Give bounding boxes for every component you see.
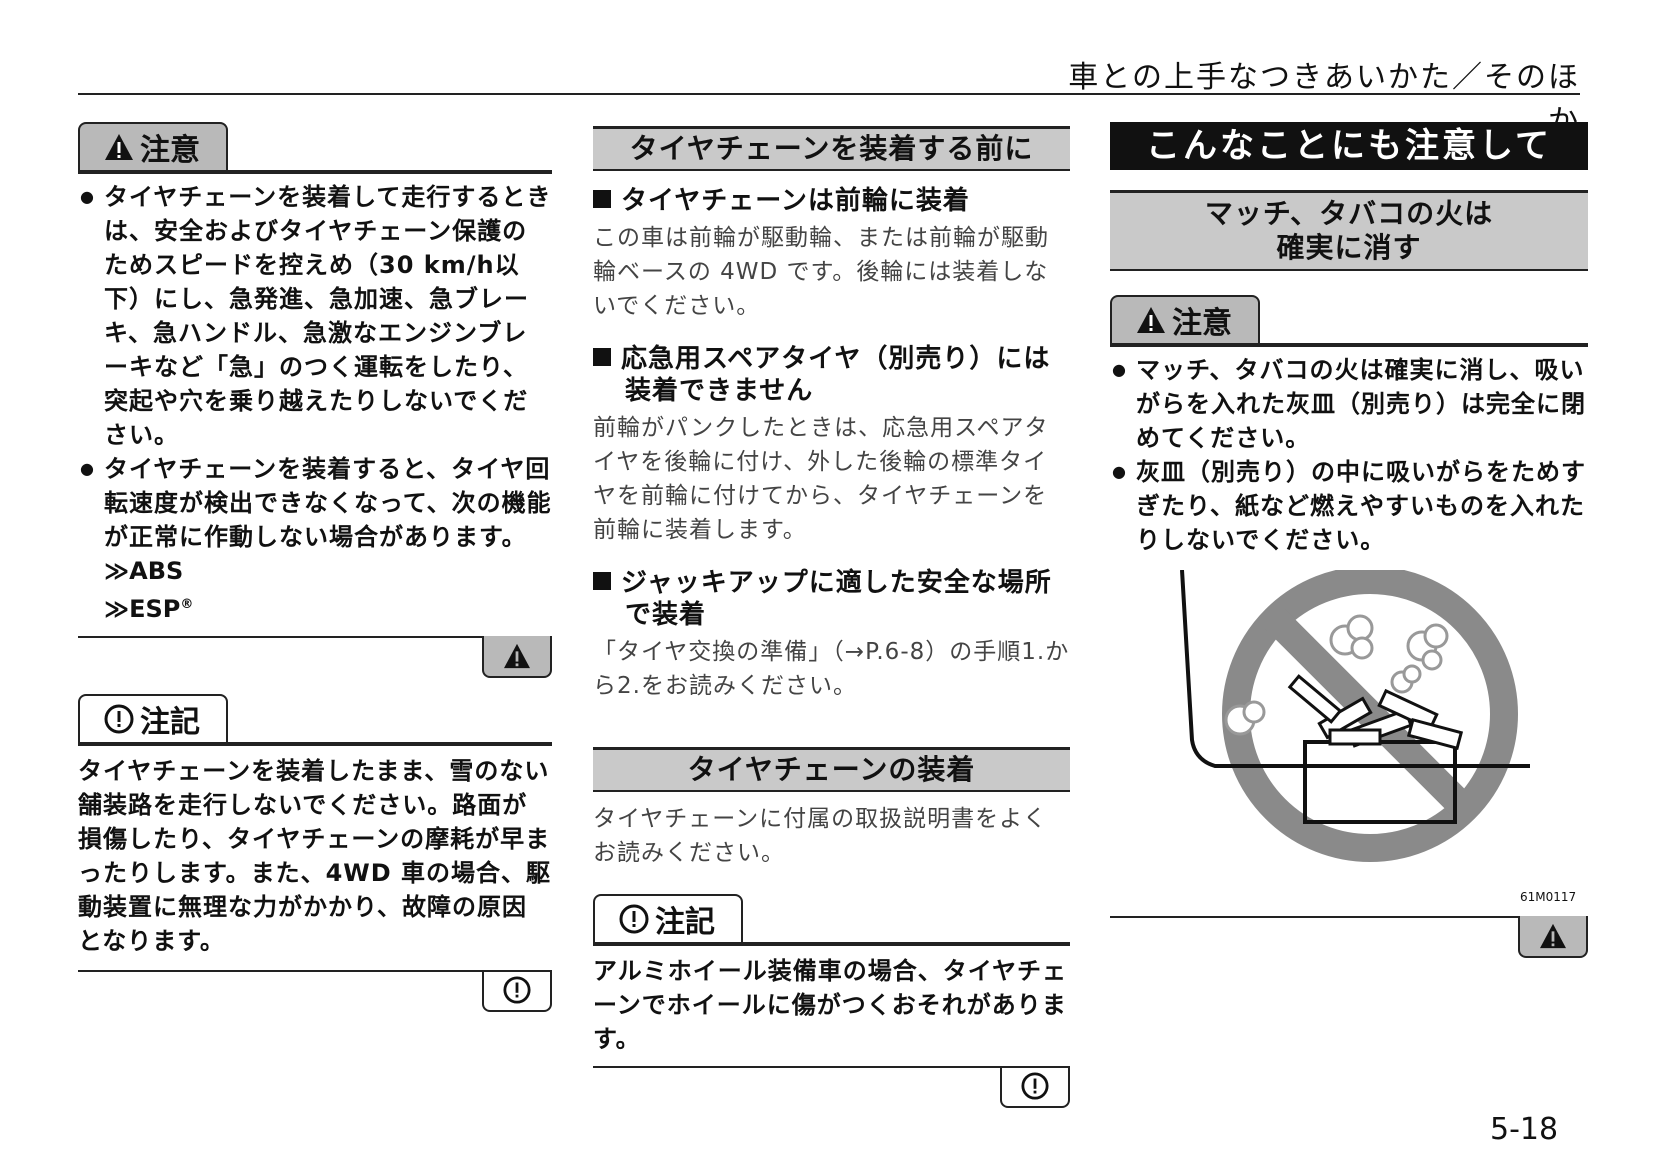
square-bullet-icon — [593, 572, 611, 590]
note-tab: 注記 — [593, 894, 743, 942]
caution-end — [1110, 916, 1588, 960]
warning-icon — [504, 643, 530, 669]
note-rule — [593, 942, 1070, 946]
section-title-mounting: タイヤチェーンの装着 — [593, 747, 1070, 792]
caution-tab-label: 注意 — [140, 133, 200, 168]
caution-end-rule — [78, 636, 552, 638]
sub-item-abs: ≫ABS — [104, 557, 184, 585]
subsection-title-line2: 確実に消す — [1276, 231, 1422, 264]
note-end-rule — [78, 970, 552, 972]
paragraph-mounting: タイヤチェーンに付属の取扱説明書をよくお読みください。 — [593, 806, 1048, 866]
header-rule — [78, 93, 1580, 95]
note-tab-label: 注記 — [655, 905, 715, 940]
caution-item: タイヤチェーンを装着すると、タイヤ回転速度が検出できなくなって、次の機能が正常に… — [78, 452, 552, 554]
note-end-badge — [1000, 1066, 1070, 1108]
subsection-title-line1: マッチ、タバコの火は — [1204, 197, 1494, 230]
note-tab-label: 注記 — [140, 705, 200, 740]
caution-tab-label: 注意 — [1172, 306, 1232, 341]
caution-rule — [1110, 343, 1588, 347]
page-number: 5-18 — [1490, 1112, 1559, 1147]
subheading-jack-up-label: ジャッキアップに適した安全な場所で装着 — [621, 568, 1052, 630]
square-bullet-icon — [593, 348, 611, 366]
subheading-spare-tire: 応急用スペアタイヤ（別売り）には装着できません — [593, 343, 1070, 407]
subheading-spare-tire-label: 応急用スペアタイヤ（別売り）には装着できません — [621, 344, 1051, 406]
exclamation-circle-icon — [503, 976, 531, 1004]
note-text: タイヤチェーンを装着したまま、雪のない舗装路を走行しないでください。路面が損傷し… — [78, 757, 552, 955]
warning-icon — [1540, 923, 1566, 949]
ashtray-prohibition-illustration — [1180, 570, 1530, 862]
exclamation-circle-icon — [104, 704, 134, 734]
caution-end-rule — [1110, 916, 1588, 918]
column-middle: タイヤチェーンを装着する前に タイヤチェーンは前輪に装着 この車は前輪が駆動輪、… — [593, 126, 1070, 1110]
section-title-before: タイヤチェーンを装着する前に — [593, 126, 1070, 171]
caution-item: マッチ、タバコの火は確実に消し、吸いがらを入れた灰皿（別売り）は完全に閉めてくだ… — [1110, 353, 1588, 455]
subheading-front-wheels-label: タイヤチェーンは前輪に装着 — [621, 186, 970, 216]
square-bullet-icon — [593, 190, 611, 208]
section-title-caution: こんなことにも注意して — [1110, 122, 1588, 170]
note-end-rule — [593, 1066, 1070, 1068]
caution-end-badge — [1518, 916, 1588, 958]
page-header-title: 車との上手なつきあいかた／そのほか — [1068, 60, 1580, 139]
note-text: アルミホイール装備車の場合、タイヤチェーンでホイールに傷がつくおそれがあります。 — [593, 957, 1068, 1053]
note-block-2: 注記 アルミホイール装備車の場合、タイヤチェーンでホイールに傷がつくおそれがあり… — [593, 894, 1070, 1110]
caution-item: タイヤチェーンを装着して走行するときは、安全およびタイヤチェーン保護のためスピー… — [78, 180, 552, 452]
note-end — [593, 1066, 1070, 1110]
note-end-badge — [482, 970, 552, 1012]
exclamation-circle-icon — [1021, 1072, 1049, 1100]
sub-item-esp-label: ≫ESP — [104, 595, 181, 623]
subheading-front-wheels: タイヤチェーンは前輪に装着 — [593, 185, 1070, 217]
caution-list: マッチ、タバコの火は確実に消し、吸いがらを入れた灰皿（別売り）は完全に閉めてくだ… — [1110, 353, 1588, 557]
caution-end-badge — [482, 636, 552, 678]
caution-item: 灰皿（別売り）の中に吸いがらをためすぎたり、紙など燃えやすいものを入れたりしない… — [1110, 455, 1588, 557]
note-rule — [78, 742, 552, 746]
paragraph-jack-up: 「タイヤ交換の準備」（→P.6-8）の手順1.から2.をお読みください。 — [593, 639, 1070, 699]
sub-item-esp: ≫ESP® — [78, 588, 552, 626]
registered-mark: ® — [180, 597, 194, 612]
figure-code: 61M0117 — [1520, 890, 1577, 904]
note-block: 注記 タイヤチェーンを装着したまま、雪のない舗装路を走行しないでください。路面が… — [78, 694, 552, 1014]
subsection-title-box: マッチ、タバコの火は 確実に消す — [1110, 190, 1588, 271]
caution-list: タイヤチェーンを装着して走行するときは、安全およびタイヤチェーン保護のためスピー… — [78, 180, 552, 554]
column-right: こんなことにも注意して マッチ、タバコの火は 確実に消す 注意 マッチ、タバコの… — [1110, 122, 1588, 958]
paragraph-spare-tire: 前輪がパンクしたときは、応急用スペアタイヤを後輪に付け、外した後輪の標準タイヤを… — [593, 415, 1049, 543]
note-tab: 注記 — [78, 694, 228, 742]
paragraph-front-wheels: この車は前輪が駆動輪、または前輪が駆動輪ベースの 4WD です。後輪には装着しな… — [593, 225, 1049, 319]
note-end — [78, 970, 552, 1014]
caution-block: 注意 マッチ、タバコの火は確実に消し、吸いがらを入れた灰皿（別売り）は完全に閉め… — [1110, 295, 1588, 557]
caution-rule — [78, 170, 552, 174]
warning-icon — [105, 134, 133, 160]
caution-tab: 注意 — [78, 122, 228, 170]
exclamation-circle-icon — [619, 904, 649, 934]
caution-tab: 注意 — [1110, 295, 1260, 343]
column-left: 注意 タイヤチェーンを装着して走行するときは、安全およびタイヤチェーン保護のため… — [78, 122, 552, 1014]
subheading-jack-up: ジャッキアップに適した安全な場所で装着 — [593, 567, 1070, 631]
warning-icon — [1137, 307, 1165, 333]
caution-end — [78, 636, 552, 680]
